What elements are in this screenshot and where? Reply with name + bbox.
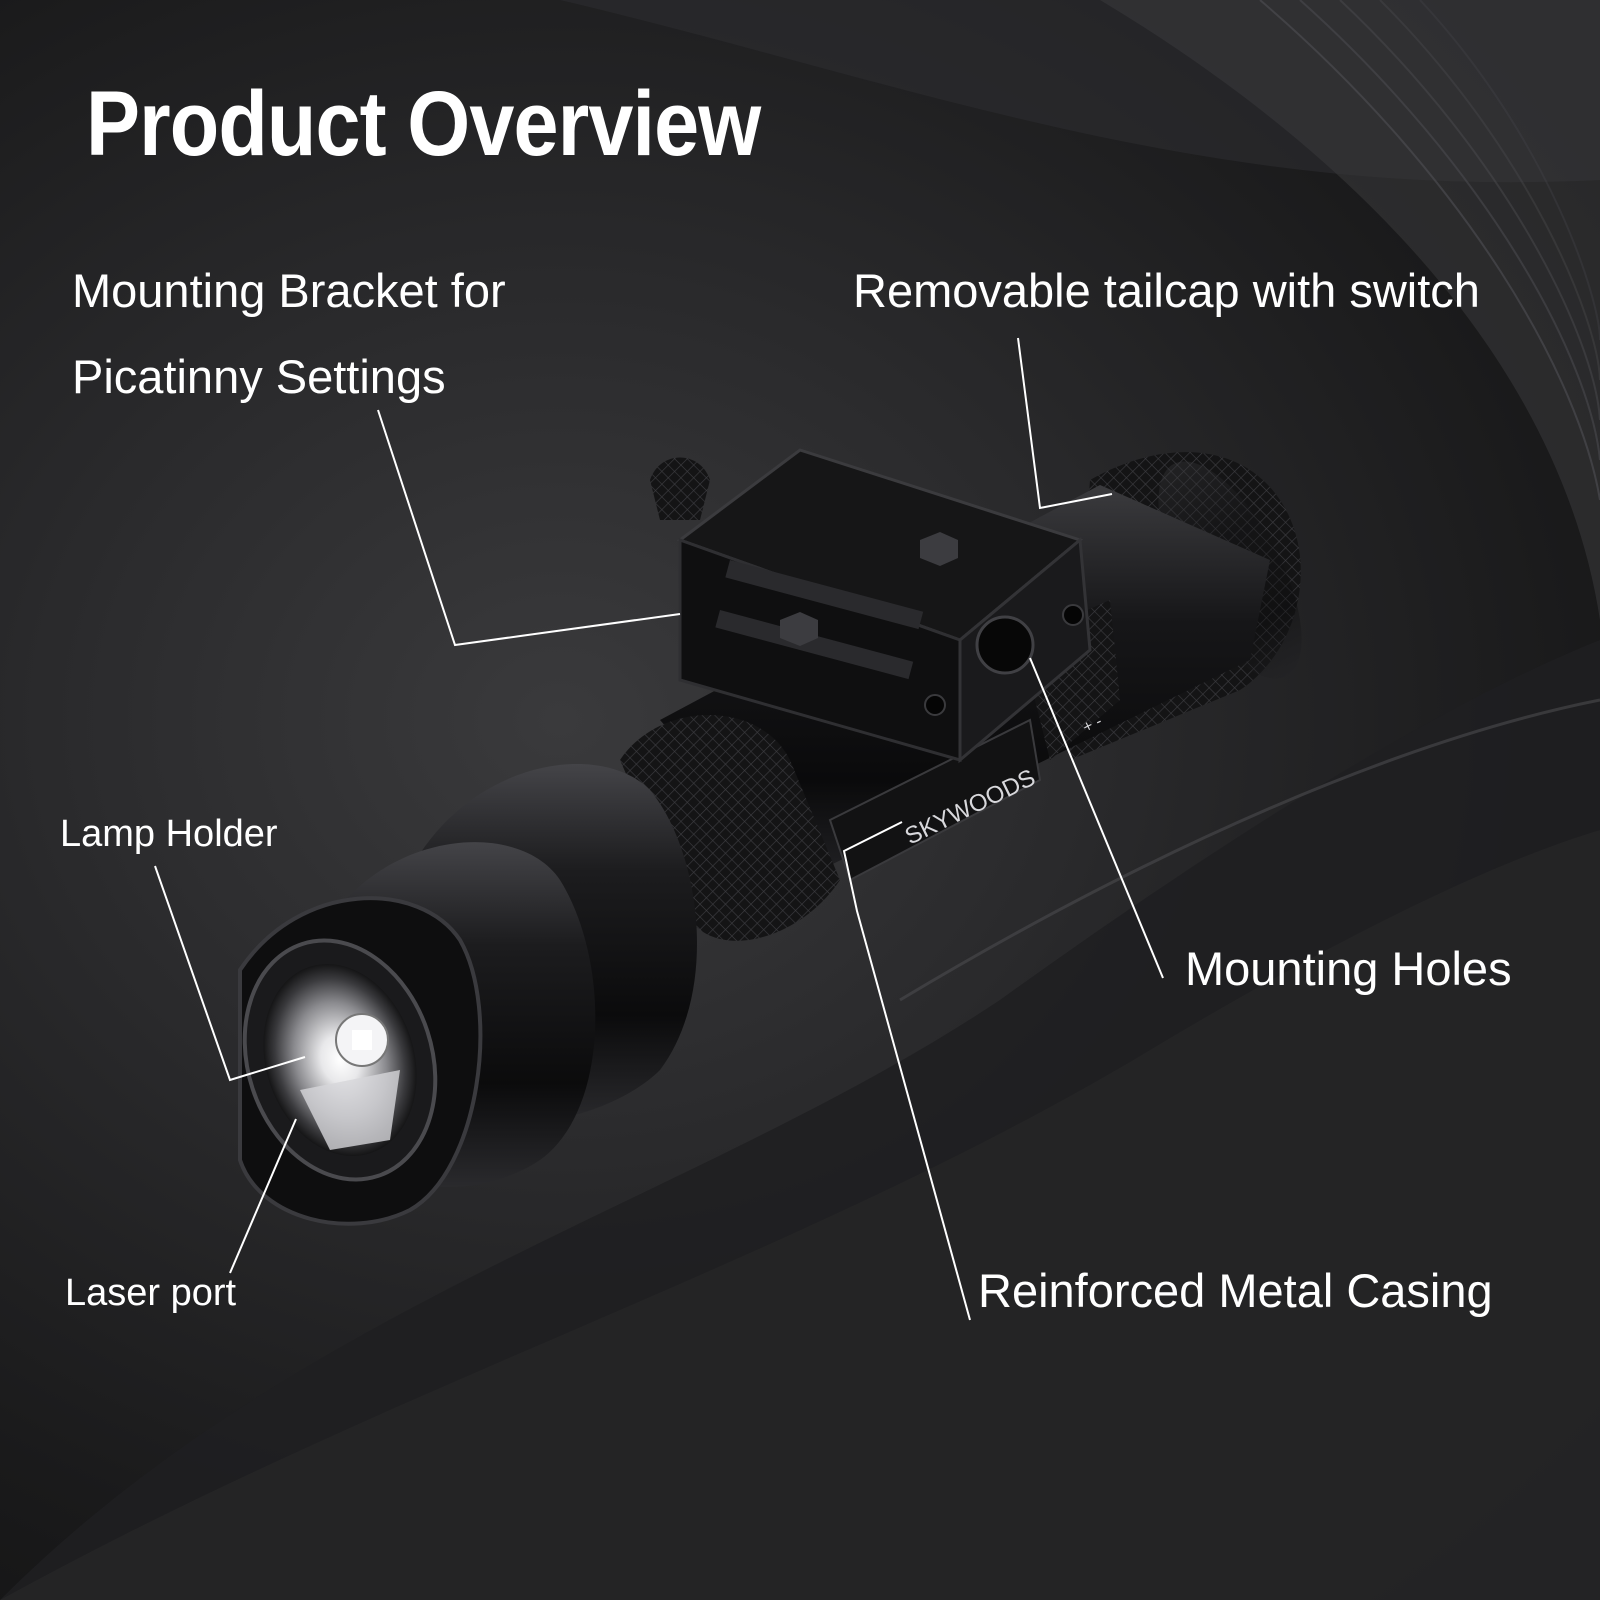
battery-icon: + - — [1080, 713, 1105, 737]
line-lamp-holder — [154, 865, 306, 1082]
label-lamp-holder: Lamp Holder — [60, 813, 278, 855]
label-mounting-bracket-line1: Mounting Bracket for — [72, 264, 506, 317]
line-bracket — [377, 409, 681, 647]
laser-port — [300, 1070, 400, 1150]
line-mounting-holes — [1029, 657, 1164, 979]
label-mounting-bracket-line2: Picatinny Settings — [72, 350, 446, 403]
label-tailcap: Removable tailcap with switch — [853, 264, 1480, 317]
label-mounting-holes: Mounting Holes — [1185, 942, 1512, 995]
line-laser-port — [229, 1118, 297, 1274]
flashlight: SKYWOODS + - — [238, 448, 1302, 1226]
mounting-holes — [924, 604, 1084, 716]
line-casing — [842, 821, 971, 1321]
page-title: Product Overview — [86, 73, 761, 175]
label-casing: Reinforced Metal Casing — [978, 1264, 1493, 1317]
line-tailcap — [1017, 337, 1113, 510]
callout-lines — [154, 337, 1164, 1321]
label-laser-port: Laser port — [65, 1272, 237, 1314]
